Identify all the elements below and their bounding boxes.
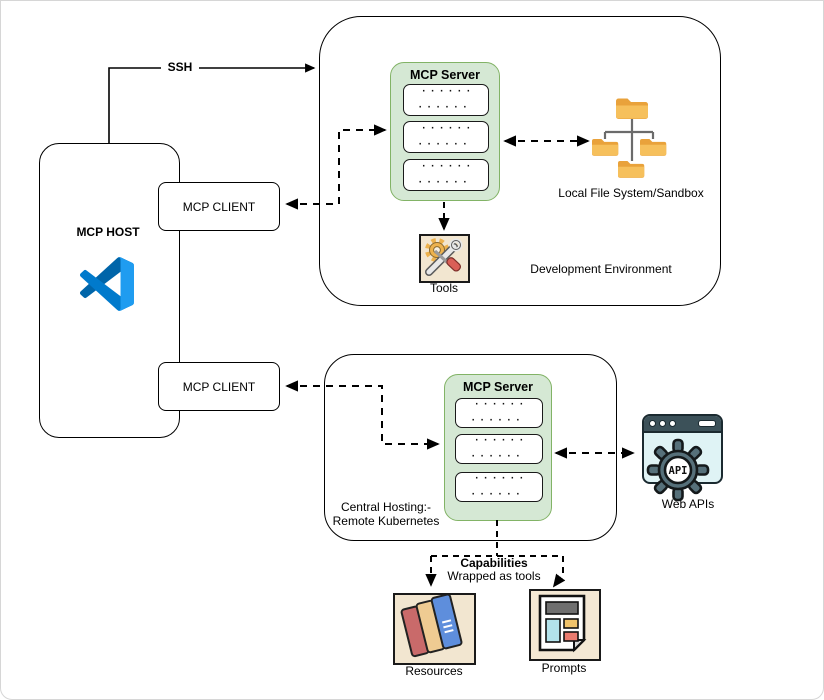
server-slot: ······ ······ [403, 121, 489, 153]
server-slot: ······ ······ [455, 434, 543, 464]
filesystem-label: Local File System/Sandbox [558, 186, 704, 200]
server-slot: ······ ······ [403, 159, 489, 191]
filesystem-connectors [603, 119, 655, 161]
folder-icon [618, 161, 645, 178]
mcp-server-top-title: MCP Server [410, 68, 480, 82]
capabilities-label: Capabilities [460, 556, 528, 570]
mcp-server-bottom-box: MCP Server ······ ······ ······ ······ ·… [444, 374, 552, 521]
central-hosting-label: Central Hosting:- Remote Kubernetes [332, 500, 440, 528]
browser-titlebar [644, 416, 721, 433]
vscode-icon [79, 257, 135, 311]
resources-icon [393, 593, 476, 665]
mcp-client-top-label: MCP CLIENT [182, 199, 256, 214]
mcp-client-top-box: MCP CLIENT [158, 182, 280, 231]
prompts-label: Prompts [541, 661, 587, 675]
browser-dot-icon [649, 420, 656, 427]
ssh-arrow [108, 63, 316, 143]
folder-icon [640, 139, 667, 156]
mcp-client-bottom-label: MCP CLIENT [182, 379, 256, 394]
browser-dot-icon [669, 420, 676, 427]
browser-addressbar-icon [698, 420, 716, 427]
tools-icon [419, 234, 470, 283]
ssh-label: SSH [161, 60, 199, 75]
development-environment-label: Development Environment [530, 262, 672, 276]
browser-dot-icon [659, 420, 666, 427]
prompts-icon [529, 589, 601, 661]
tools-label: Tools [429, 281, 458, 295]
mcp-server-top-box: MCP Server ······ ······ ······ ······ ·… [390, 62, 500, 201]
server-slot: ······ ······ [455, 398, 543, 428]
filesystem-icon [589, 89, 679, 185]
mcp-client-bottom-box: MCP CLIENT [158, 362, 280, 411]
wrapped-as-tools-label: Wrapped as tools [447, 569, 541, 583]
mcp-host-label: MCP HOST [76, 225, 140, 239]
folder-icon [616, 98, 648, 119]
mcp-server-bottom-title: MCP Server [463, 380, 533, 394]
server-slot: ······ ······ [455, 472, 543, 502]
api-gear-icon: API [646, 438, 710, 502]
server-slot: ······ ······ [403, 84, 489, 116]
api-gear-label: API [669, 465, 688, 477]
resources-label: Resources [405, 664, 463, 678]
folder-icon [592, 139, 619, 156]
